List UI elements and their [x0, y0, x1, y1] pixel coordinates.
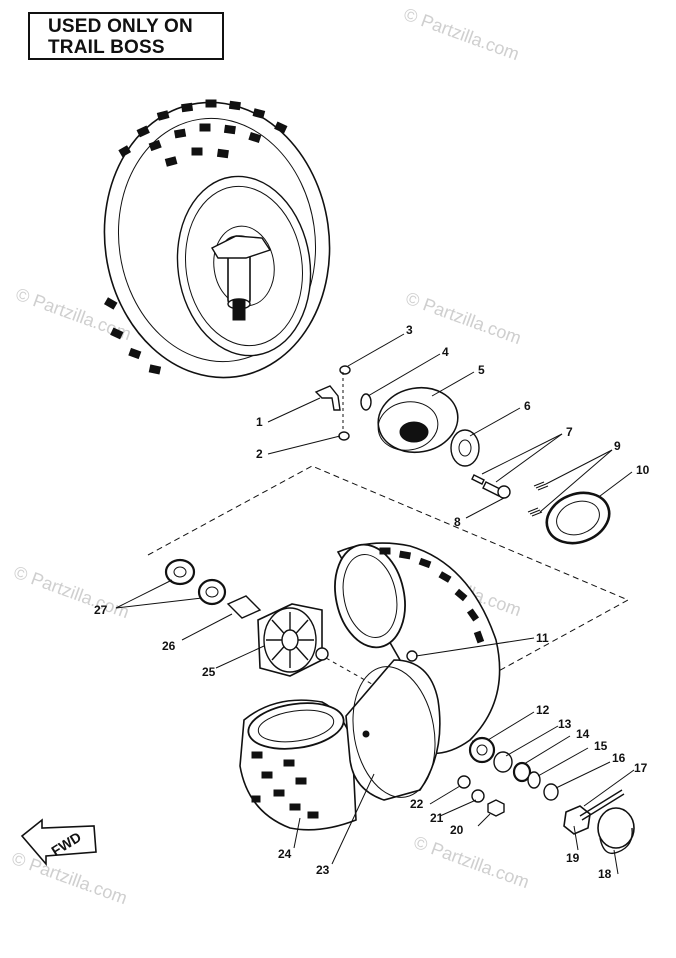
callout-7: 7 — [566, 425, 573, 439]
callout-8: 8 — [454, 515, 461, 529]
callout-9: 9 — [614, 439, 621, 453]
callout-numbers: 1 2 3 4 5 6 7 8 9 10 11 12 13 14 15 16 1… — [94, 323, 650, 881]
forward-direction-arrow: FWD — [20, 818, 97, 867]
callout-23: 23 — [316, 863, 330, 877]
callout-3: 3 — [406, 323, 413, 337]
callout-20: 20 — [450, 823, 464, 837]
leader-lines — [115, 333, 635, 875]
callout-18: 18 — [598, 867, 612, 881]
callout-22: 22 — [410, 797, 424, 811]
front-wheel-drawing — [103, 99, 331, 379]
model-note-box: USED ONLY ON TRAIL BOSS — [28, 12, 224, 60]
callout-16: 16 — [612, 751, 626, 765]
callout-24: 24 — [278, 847, 292, 861]
callout-19: 19 — [566, 851, 580, 865]
callout-4: 4 — [442, 345, 449, 359]
callout-27: 27 — [94, 603, 108, 617]
callout-26: 26 — [162, 639, 176, 653]
callout-13: 13 — [558, 717, 572, 731]
callout-1: 1 — [256, 415, 263, 429]
model-note-line1: USED ONLY ON — [48, 16, 193, 37]
callout-11: 11 — [536, 631, 549, 645]
callout-17: 17 — [634, 761, 648, 775]
callout-14: 14 — [576, 727, 590, 741]
callout-2: 2 — [256, 447, 263, 461]
callout-25: 25 — [202, 665, 216, 679]
exploded-view-guide — [147, 465, 630, 691]
rear-wheel-parts — [164, 542, 635, 855]
callout-12: 12 — [536, 703, 550, 717]
callout-15: 15 — [594, 739, 608, 753]
callout-10: 10 — [636, 463, 650, 477]
callout-5: 5 — [478, 363, 485, 377]
callout-6: 6 — [524, 399, 531, 413]
model-note-line2: TRAIL BOSS — [48, 37, 165, 58]
callout-21: 21 — [430, 811, 444, 825]
brake-drum-parts — [314, 365, 611, 545]
